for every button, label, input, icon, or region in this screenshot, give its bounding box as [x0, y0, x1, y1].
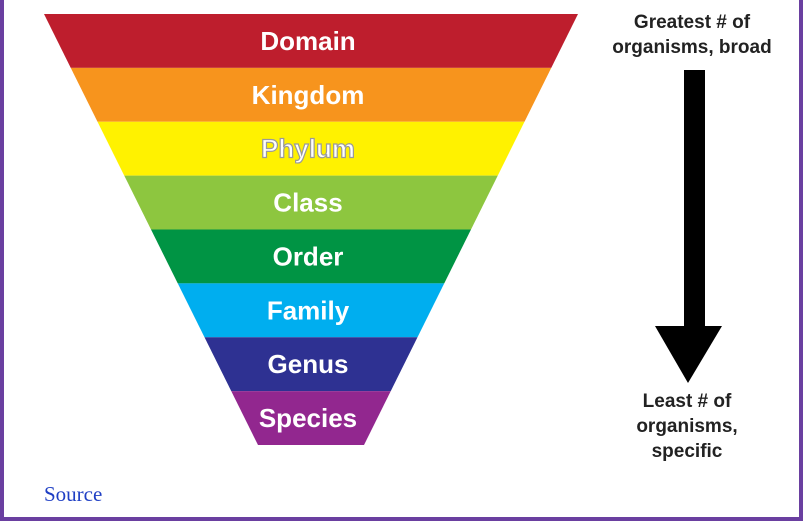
funnel-band-family	[177, 283, 445, 338]
funnel-label-family: Family	[267, 295, 350, 325]
source-link[interactable]: Source	[44, 482, 103, 506]
funnel-band-class	[124, 175, 498, 230]
funnel-label-order: Order	[273, 241, 344, 271]
funnel-band-order	[151, 229, 471, 284]
arrow	[655, 70, 722, 383]
funnel-label-kingdom: Kingdom	[252, 80, 365, 110]
funnel-label-phylum: Phylum	[261, 134, 355, 164]
funnel-band-kingdom	[70, 67, 552, 122]
arrow-shaft	[684, 70, 705, 330]
funnel-band-species	[231, 391, 391, 445]
funnel-band-domain	[44, 14, 578, 68]
funnel-band-genus	[204, 337, 418, 392]
funnel-band-phylum	[97, 121, 525, 176]
funnel-levels: DomainKingdomPhylumClassOrderFamilyGenus…	[44, 14, 578, 445]
funnel-label-genus: Genus	[268, 349, 349, 379]
funnel-label-species: Species	[259, 403, 357, 433]
arrow-head	[655, 326, 722, 383]
funnel-label-class: Class	[273, 188, 342, 218]
funnel-label-domain: Domain	[260, 26, 355, 56]
